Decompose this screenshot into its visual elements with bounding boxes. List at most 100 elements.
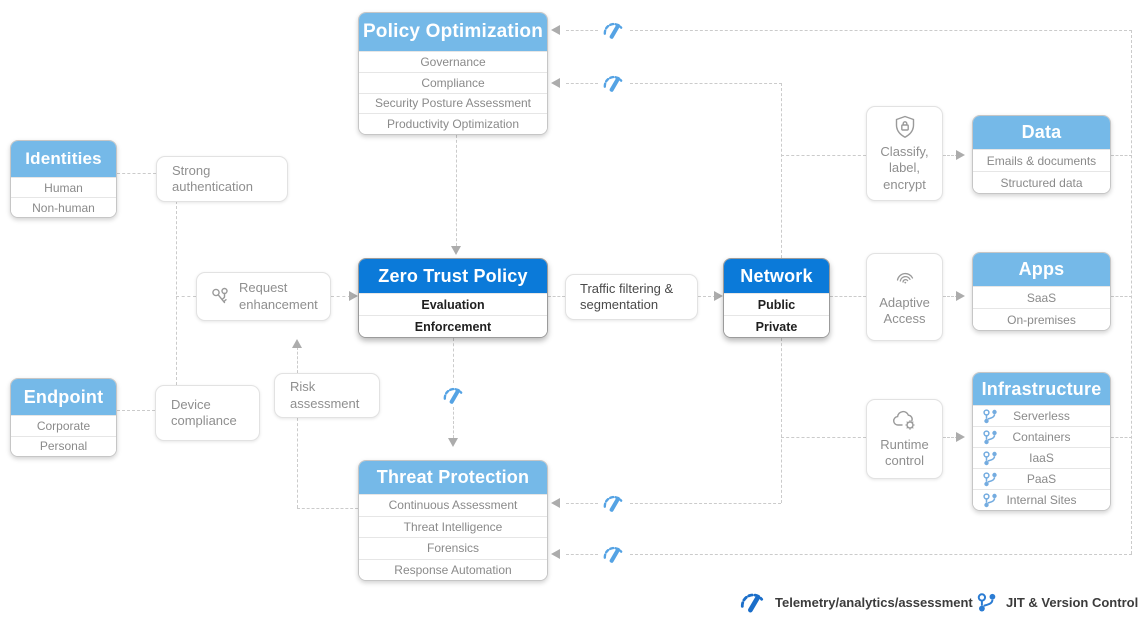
list-item: Internal Sites: [973, 489, 1110, 510]
arrowhead: [956, 150, 965, 160]
connector: [630, 30, 1132, 31]
list-item-label: Containers: [1012, 430, 1071, 444]
arrowhead: [451, 246, 461, 255]
list-item: Containers: [973, 426, 1110, 447]
threat-protection-box: Threat Protection Continuous Assessment …: [358, 460, 548, 581]
network-title: Network: [724, 259, 829, 293]
list-item: Response Automation: [359, 558, 547, 580]
connector: [117, 410, 155, 411]
connector: [566, 30, 598, 31]
shield-lock-icon: [895, 115, 914, 139]
policy-optimization-title: Policy Optimization: [359, 13, 547, 51]
connector: [456, 135, 457, 246]
list-item: Private: [724, 315, 829, 337]
connector: [1111, 437, 1132, 438]
list-item-label: IaaS: [1029, 451, 1054, 465]
zero-trust-policy-box: Zero Trust Policy Evaluation Enforcement: [358, 258, 548, 338]
jit-version-control-icon: [983, 451, 998, 466]
arrowhead: [551, 498, 560, 508]
policy-optimization-box: Policy Optimization Governance Complianc…: [358, 12, 548, 135]
connector: [1131, 30, 1132, 554]
telemetry-icon: [600, 19, 626, 41]
infrastructure-box: Infrastructure Serverless Containers Iaa…: [972, 372, 1111, 511]
list-item: Governance: [359, 51, 547, 72]
note-label: Strong authentication: [172, 162, 253, 194]
list-item: Continuous Assessment: [359, 494, 547, 516]
list-item: Personal: [11, 435, 116, 456]
connector: [176, 201, 177, 385]
connector: [548, 296, 565, 297]
connector: [331, 296, 351, 297]
threat-protection-title: Threat Protection: [359, 461, 547, 494]
runtime-control-note: Runtime control: [866, 399, 943, 479]
connector: [297, 508, 358, 509]
list-item: Threat Intelligence: [359, 515, 547, 537]
apps-box: Apps SaaS On-premises: [972, 252, 1111, 331]
note-label: Adaptive Access: [879, 294, 930, 326]
note-label: Device compliance: [171, 396, 237, 428]
connector: [630, 83, 782, 84]
jit-version-control-icon: [983, 493, 998, 508]
connector: [781, 338, 782, 503]
note-label: Traffic filtering & segmentation: [580, 280, 674, 312]
fingerprint-icon: [896, 272, 913, 284]
connector: [117, 173, 156, 174]
connector: [943, 296, 958, 297]
list-item-label: PaaS: [1026, 472, 1057, 486]
list-item-label: Internal Sites: [1006, 493, 1077, 507]
connector: [1111, 296, 1132, 297]
list-item: Forensics: [359, 537, 547, 559]
arrowhead: [349, 291, 358, 301]
endpoint-title: Endpoint: [11, 379, 116, 415]
connector: [781, 437, 866, 438]
list-item: Non-human: [11, 197, 116, 217]
data-title: Data: [973, 116, 1110, 149]
list-item: On-premises: [973, 308, 1110, 330]
list-item: Security Posture Assessment: [359, 92, 547, 114]
data-box: Data Emails & documents Structured data: [972, 115, 1111, 194]
connector: [943, 155, 958, 156]
list-item: Human: [11, 177, 116, 197]
risk-assessment-note: Risk assessment: [274, 373, 380, 418]
arrowhead: [292, 339, 302, 348]
jit-version-control-icon: [977, 592, 997, 612]
connector: [453, 407, 454, 438]
connector: [781, 155, 866, 156]
list-item: IaaS: [973, 447, 1110, 468]
note-label: Runtime control: [880, 436, 929, 468]
telemetry-icon: [600, 492, 626, 514]
list-item: Public: [724, 293, 829, 315]
note-label: Request enhancement: [239, 280, 318, 312]
telemetry-icon: [440, 384, 466, 406]
list-item: PaaS: [973, 468, 1110, 489]
telemetry-icon: [738, 590, 766, 614]
request-enhancement-note: Request enhancement: [196, 272, 331, 321]
list-item: Serverless: [973, 405, 1110, 426]
arrowhead: [714, 291, 723, 301]
jit-version-control-icon: [983, 472, 998, 487]
traffic-filtering-note: Traffic filtering & segmentation: [565, 274, 698, 320]
connector: [630, 554, 1132, 555]
connector: [943, 437, 958, 438]
connector: [297, 418, 298, 508]
legend-jit: JIT & Version Control: [976, 590, 1138, 614]
strong-authentication-note: Strong authentication: [156, 156, 288, 202]
legend-telemetry-label: Telemetry/analytics/assessment: [775, 594, 973, 610]
connector: [566, 503, 598, 504]
arrowhead: [551, 78, 560, 88]
list-item: SaaS: [973, 286, 1110, 308]
connector: [566, 554, 598, 555]
list-item: Enforcement: [359, 315, 547, 337]
arrowhead: [551, 25, 560, 35]
keys-icon: [212, 287, 228, 303]
connector: [781, 83, 782, 258]
telemetry-icon: [600, 543, 626, 565]
connector: [830, 296, 866, 297]
jit-version-control-icon: [983, 430, 998, 445]
list-item: Compliance: [359, 71, 547, 93]
note-label: Classify, label, encrypt: [880, 144, 929, 192]
device-compliance-note: Device compliance: [155, 385, 260, 441]
network-box: Network Public Private: [723, 258, 830, 338]
connector: [453, 338, 454, 383]
list-item: Structured data: [973, 171, 1110, 193]
